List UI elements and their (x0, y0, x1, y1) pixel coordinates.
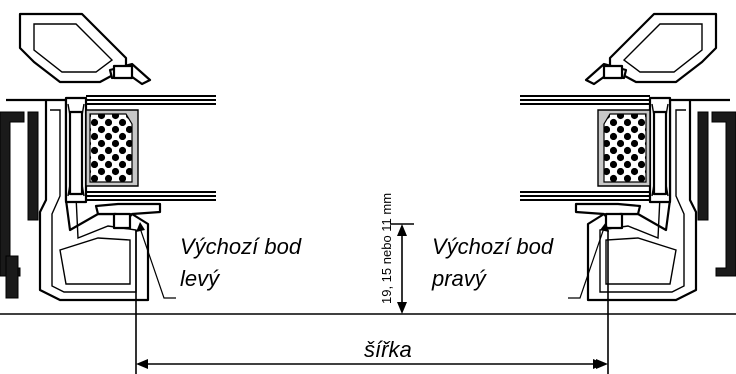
right-window-profile (520, 12, 736, 302)
left-point-label-line1: Výchozí bod (180, 234, 302, 259)
width-label: šířka (364, 337, 412, 362)
left-point-label-line2: levý (180, 266, 221, 291)
left-window-profile (0, 12, 216, 302)
left-point-pointer (139, 227, 176, 299)
bead-height-label: 19, 15 nebo 11 mm (379, 193, 394, 304)
right-point-label-line2: pravý (431, 266, 488, 291)
right-point-label-line1: Výchozí bod (432, 234, 554, 259)
right-point-pointer (568, 227, 605, 299)
